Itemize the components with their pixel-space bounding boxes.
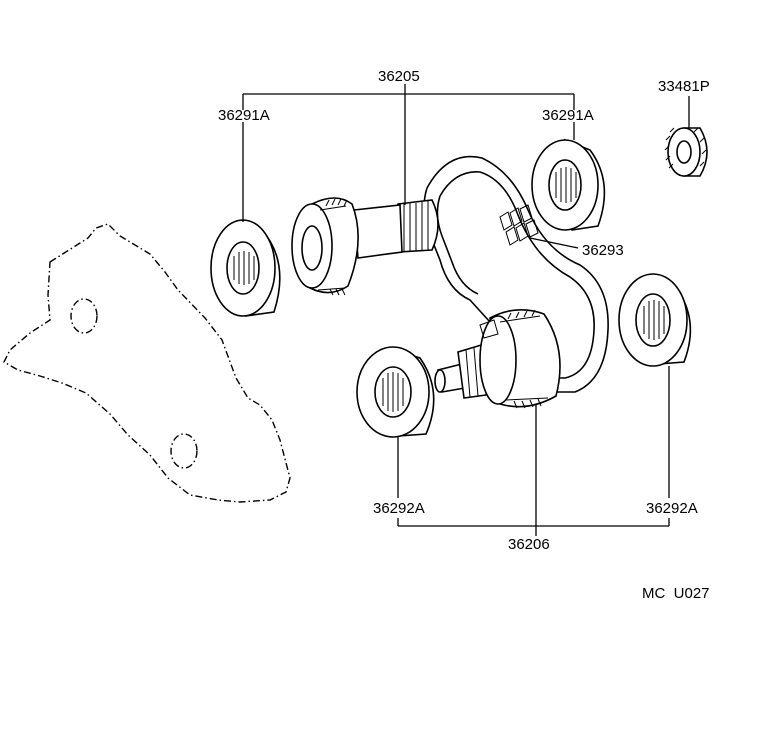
diagram-code: MC U027 — [642, 585, 710, 602]
case-housing — [3, 223, 291, 503]
label-36205: 36205 — [378, 68, 420, 85]
label-36206: 36206 — [508, 536, 550, 553]
label-36291A-right: 36291A — [542, 107, 594, 124]
upper-sprocket-shaft — [291, 197, 439, 296]
housing-hole-upper — [70, 298, 98, 334]
bearing-36292A-right — [618, 273, 692, 367]
label-36292A-right: 36292A — [646, 500, 698, 517]
chain-links — [499, 204, 539, 246]
label-36293: 36293 — [582, 242, 624, 259]
label-36291A-left: 36291A — [218, 107, 270, 124]
bearing-36292A-left — [356, 346, 435, 438]
label-33481P: 33481P — [658, 78, 710, 95]
lower-sprocket-shaft — [434, 309, 561, 409]
bearing-36291A-left — [210, 219, 281, 317]
gear-33481P — [664, 127, 708, 177]
leader-lines — [242, 84, 690, 536]
bearing-36291A-right — [531, 138, 606, 231]
label-36292A-left: 36292A — [373, 500, 425, 517]
housing-hole-lower — [170, 433, 198, 469]
